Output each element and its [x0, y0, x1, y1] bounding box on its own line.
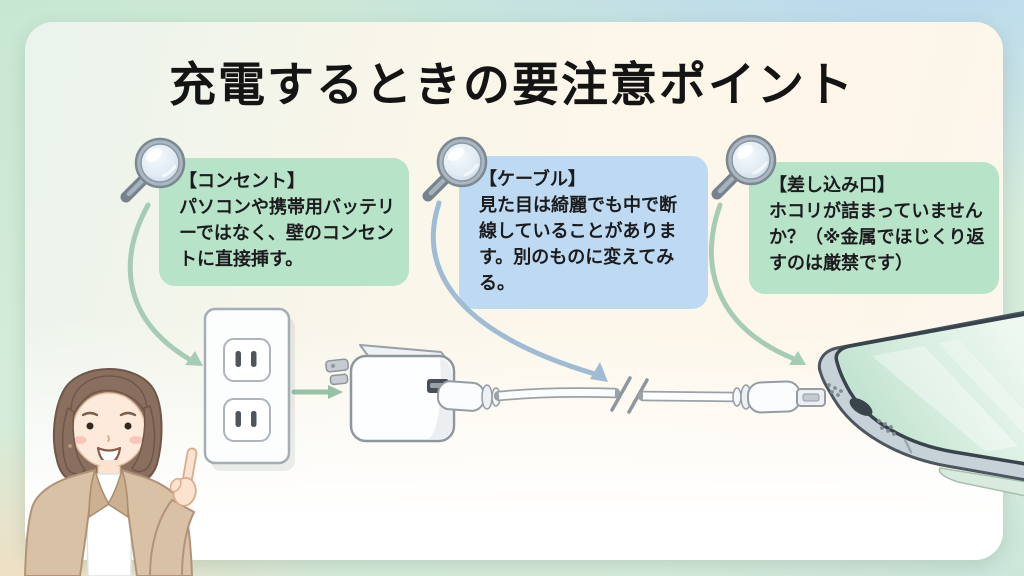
- callout-outlet-heading: 【コンセント】: [179, 171, 305, 192]
- callout-cable-body: 見た目は綺麗でも中で断線していることがあります。別のものに変えてみる。: [479, 195, 677, 295]
- callout-port-heading: 【差し込み口】: [769, 175, 895, 196]
- page-title: 充電するときの要注意ポイント: [169, 58, 855, 113]
- callout-port: 【差し込み口】ホコリが詰まっていませんか？（※金属でほじくり返すのは厳禁です）: [749, 162, 999, 294]
- callout-cable: 【ケーブル】見た目は綺麗でも中で断線していることがあります。別のものに変えてみる…: [459, 156, 708, 310]
- callout-port-body: ホコリが詰まっていませんか？（※金属でほじくり返すのは厳禁です）: [769, 201, 985, 275]
- callout-outlet: 【コンセント】パソコンや携帯用バッテリーではなく、壁のコンセントに直接挿す。: [159, 158, 409, 286]
- callout-cable-heading: 【ケーブル】: [479, 169, 586, 190]
- callout-outlet-body: パソコンや携帯用バッテリーではなく、壁のコンセントに直接挿す。: [179, 197, 395, 271]
